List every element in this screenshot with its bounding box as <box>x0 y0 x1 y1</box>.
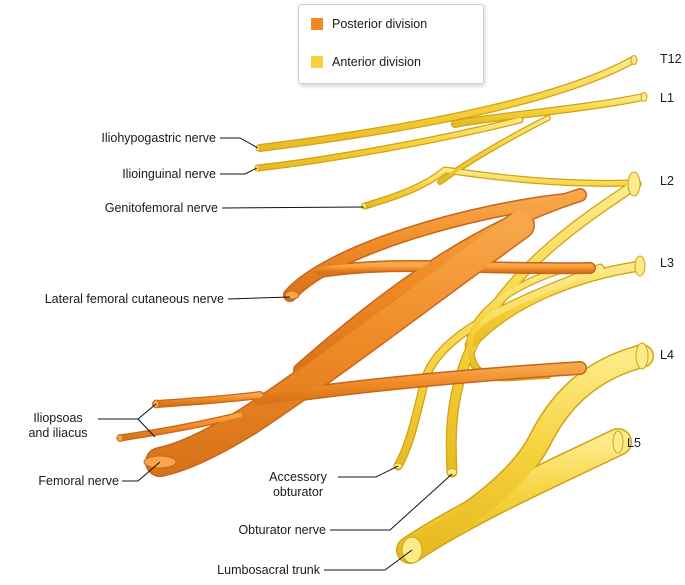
anterior-swatch <box>311 56 323 68</box>
root-label-l2: L2 <box>660 174 674 188</box>
root-label-t12: T12 <box>660 52 682 66</box>
label-accessory-obturator-line1: Accessory <box>269 470 327 484</box>
label-genitofemoral: Genitofemoral nerve <box>104 201 218 215</box>
label-accessory-obturator-line2: obturator <box>272 485 324 499</box>
label-lateral-femoral-cutaneous: Lateral femoral cutaneous nerve <box>44 292 224 306</box>
root-label-l5: L5 <box>627 436 641 450</box>
genitofemoral-leader <box>221 206 365 209</box>
label-femoral: Femoral nerve <box>38 474 119 488</box>
leader-lines <box>98 137 453 571</box>
anterior-division-nerves <box>254 56 654 564</box>
accessory-obturator-leader <box>338 465 399 478</box>
label-lumbosacral-trunk: Lumbosacral trunk <box>217 563 320 577</box>
root-cut-ends <box>612 55 649 454</box>
iliopsoas-leader-lower <box>137 418 156 438</box>
root-label-l3: L3 <box>660 256 674 270</box>
label-iliopsoas-line2: and iliacus <box>28 426 88 440</box>
label-iliohypogastric: Iliohypogastric nerve <box>101 131 216 145</box>
label-iliopsoas-line1: Iliopsoas <box>33 411 83 425</box>
label-ilioinguinal: Ilioinguinal nerve <box>122 167 216 181</box>
posterior-division-nerves <box>116 188 596 477</box>
femoral-leader <box>122 461 161 482</box>
legend-item-posterior: Posterior division <box>311 17 427 31</box>
obturator-leader <box>330 473 453 531</box>
legend-label-anterior: Anterior division <box>332 55 421 69</box>
posterior-swatch <box>311 18 323 30</box>
lfcn-leader <box>227 296 291 300</box>
ilioinguinal-leader <box>220 167 258 175</box>
label-accessory-obturator: Accessory obturator <box>262 470 334 500</box>
iliohypogastric-leader <box>220 137 259 149</box>
legend-item-anterior: Anterior division <box>311 55 421 69</box>
root-label-l4: L4 <box>660 348 674 362</box>
root-label-l1: L1 <box>660 91 674 105</box>
legend-label-posterior: Posterior division <box>332 17 428 31</box>
lumbosacral-leader <box>324 549 413 571</box>
label-iliopsoas: Iliopsoas and iliacus <box>22 411 94 441</box>
iliopsoas-leader-upper <box>98 403 157 420</box>
legend: Posterior division Anterior division <box>298 4 484 84</box>
label-obturator: Obturator nerve <box>238 523 326 537</box>
